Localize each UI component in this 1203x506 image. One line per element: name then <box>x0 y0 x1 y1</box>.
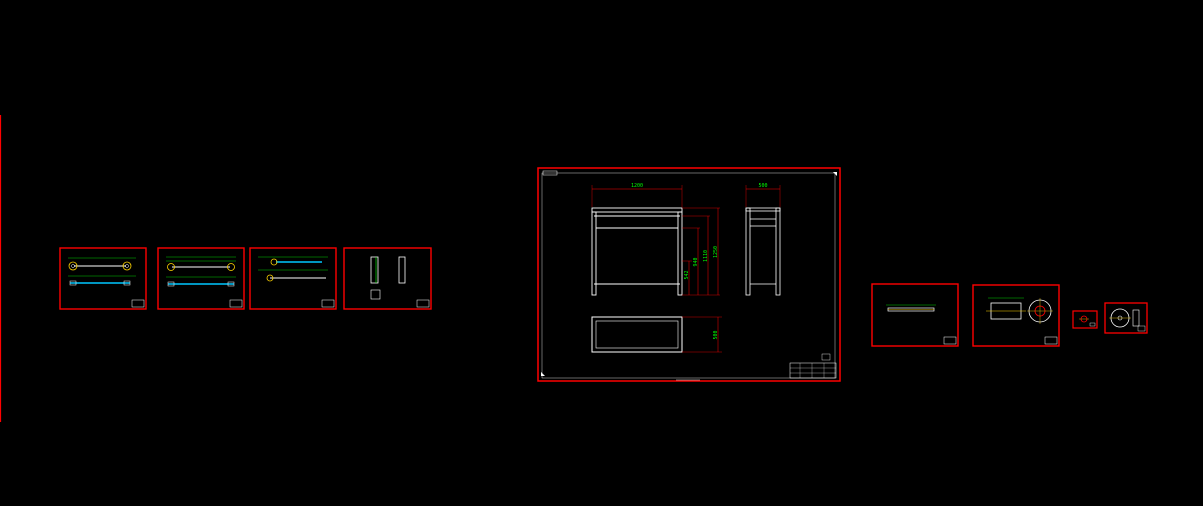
plan-outer <box>591 316 683 353</box>
title-block <box>229 299 243 308</box>
title-block <box>943 336 957 345</box>
corner-label-box <box>542 170 558 176</box>
drawing-sheet-3[interactable] <box>249 247 337 310</box>
sheet-border <box>59 247 147 310</box>
dim-depth-side: 500 <box>758 183 767 189</box>
rod-eye-left <box>167 263 175 271</box>
right-leg <box>677 211 683 296</box>
drawing-sheet-1[interactable] <box>59 247 147 310</box>
rod-end-block <box>123 280 131 286</box>
sheet-border <box>537 167 841 382</box>
title-block <box>1044 336 1058 345</box>
rod-end-block <box>69 280 77 286</box>
dim-height-total: 1250 <box>713 246 719 258</box>
dim-width-top: 1200 <box>631 183 643 189</box>
plan-inner <box>595 320 679 349</box>
title-block <box>416 299 430 308</box>
drawing-sheet-6[interactable] <box>871 283 959 347</box>
inner-border <box>541 172 836 379</box>
side-left-leg <box>745 207 751 296</box>
side-right-leg <box>775 207 781 296</box>
side-view: 500 <box>745 183 781 296</box>
title-block <box>789 353 837 379</box>
sheet-border <box>157 247 245 310</box>
title-block-frame <box>789 362 837 379</box>
side-top-rail <box>745 207 781 212</box>
notes-box <box>821 353 831 361</box>
rod-eye-left <box>266 274 274 282</box>
bracket-front-view <box>370 256 379 284</box>
left-leg <box>591 211 597 296</box>
front-view: 1200 542 940 1110 1250 <box>591 183 720 296</box>
drawing-sheet-4[interactable] <box>343 247 432 310</box>
drawing-sheet-main[interactable]: 1200 542 940 1110 1250 500 <box>537 167 841 382</box>
title-block <box>321 299 335 308</box>
dim-height-upper: 1110 <box>703 250 709 262</box>
drawing-sheet-9[interactable] <box>1104 302 1148 334</box>
dim-depth-plan: 500 <box>713 330 719 339</box>
rod-end-block <box>227 281 235 287</box>
rod-eye-hole <box>125 264 129 268</box>
top-rail <box>591 207 683 213</box>
corner-marker <box>833 172 837 176</box>
dim-height-mid: 940 <box>693 257 699 266</box>
sheet-border <box>249 247 337 310</box>
disc-side-view <box>1132 309 1140 327</box>
drawing-sheet-2[interactable] <box>157 247 245 310</box>
title-block <box>1137 325 1146 332</box>
bracket-side-view <box>398 256 406 284</box>
rod-eye-left <box>270 258 278 266</box>
drawing-sheet-8[interactable] <box>1072 310 1098 329</box>
title-block <box>1089 322 1096 327</box>
rod-eye-right <box>122 261 132 271</box>
sheet-border <box>972 284 1060 347</box>
rod-eye-hole <box>71 264 75 268</box>
corner-marker <box>541 372 545 376</box>
sheet-border <box>1072 310 1098 329</box>
sheet-border <box>871 283 959 347</box>
sheet-border <box>343 247 432 310</box>
dim-height-inner: 542 <box>684 270 690 279</box>
drawing-sheet-7[interactable] <box>972 284 1060 347</box>
rod-end-block <box>167 281 175 287</box>
sheet-border <box>1104 302 1148 334</box>
rod-eye-right <box>227 263 235 271</box>
title-block <box>131 299 145 308</box>
rod-eye-left <box>68 261 78 271</box>
plan-view: 500 <box>591 316 722 353</box>
bracket-detail <box>370 289 381 300</box>
